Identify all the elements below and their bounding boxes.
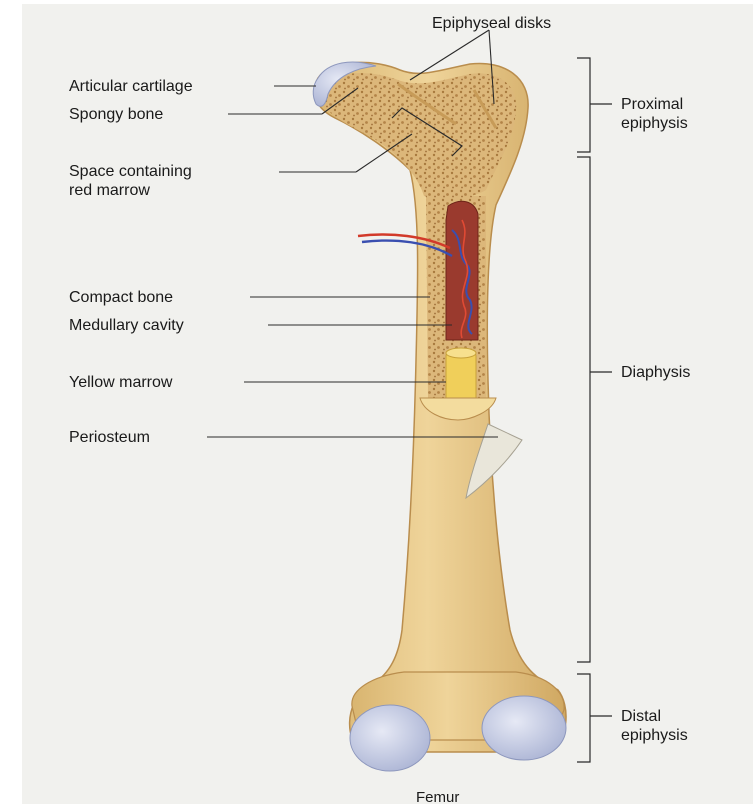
label-diaphysis: Diaphysis	[621, 363, 690, 382]
label-space-red-marrow: Space containing red marrow	[69, 162, 192, 200]
yellow-marrow	[446, 352, 476, 404]
label-compact-bone: Compact bone	[69, 288, 173, 307]
medullary-cavity	[446, 201, 478, 340]
yellow-marrow-top	[446, 348, 476, 358]
spongy-bone-region	[322, 73, 516, 198]
region-brackets	[577, 58, 612, 762]
label-periosteum: Periosteum	[69, 428, 150, 447]
label-medullary-cavity: Medullary cavity	[69, 316, 184, 335]
label-spongy-bone: Spongy bone	[69, 105, 163, 124]
label-distal-epiphysis: Distal epiphysis	[621, 707, 688, 745]
diagram-caption: Femur	[416, 788, 459, 807]
distal-cartilage-right	[482, 696, 566, 760]
label-epiphyseal-disks: Epiphyseal disks	[432, 14, 551, 33]
label-yellow-marrow: Yellow marrow	[69, 373, 172, 392]
distal-cartilage-left	[350, 705, 430, 771]
label-articular-cartilage: Articular cartilage	[69, 77, 193, 96]
label-proximal-epiphysis: Proximal epiphysis	[621, 95, 688, 133]
